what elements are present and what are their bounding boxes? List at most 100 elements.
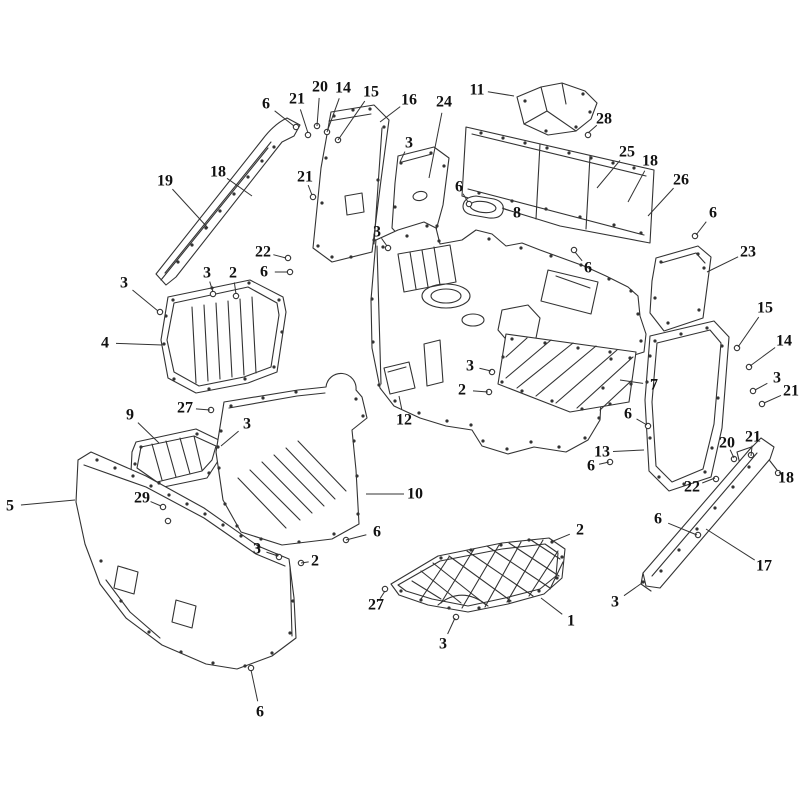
bolt-hole-dot (588, 110, 592, 114)
bolt-hole-dot (696, 252, 700, 256)
screw-fastener (694, 531, 702, 539)
bolt-hole-dot (294, 390, 298, 394)
part-callout-15: 15 (363, 84, 379, 101)
bolt-hole-dot (207, 387, 211, 391)
bolt-hole-dots (95, 92, 751, 668)
bolt-hole-dot (544, 129, 548, 133)
bolt-hole-dot (523, 99, 527, 103)
part-callout-12: 12 (396, 412, 412, 429)
screw-fastener (284, 254, 292, 262)
bolt-hole-dot (149, 484, 153, 488)
screw-fastener (749, 387, 757, 395)
callout-leader-line (737, 316, 760, 348)
callout-leader-line (274, 110, 295, 127)
part-12-plate (383, 361, 416, 395)
bolt-hole-dot (223, 502, 227, 506)
part-19-frame-rail (155, 117, 301, 286)
bolt-hole-dot (435, 224, 439, 228)
bolt-hole-dot (372, 238, 376, 242)
part-callout-2: 2 (311, 553, 319, 570)
bolt-hole-dot (639, 339, 643, 343)
bolt-hole-dot (469, 548, 473, 552)
bolt-hole-dot (270, 651, 274, 655)
bolt-hole-dot (257, 545, 261, 549)
bolt-hole-dot (481, 439, 485, 443)
part-callout-20: 20 (719, 435, 735, 452)
part-callout-20: 20 (312, 79, 328, 96)
bolt-hole-dot (259, 537, 263, 541)
part-callout-3: 3 (373, 224, 381, 241)
bolt-hole-dot (139, 445, 143, 449)
callout-leader-line (326, 98, 340, 133)
bolt-hole-dot (607, 277, 611, 281)
callout-leader-line (636, 418, 648, 426)
bolt-hole-dot (628, 356, 632, 360)
bolt-hole-dot (507, 599, 511, 603)
bolt-hole-dot (567, 151, 571, 155)
bolt-hole-dot (648, 354, 652, 358)
callout-leader-line (266, 551, 279, 557)
bolt-hole-dot (601, 386, 605, 390)
bolt-hole-dot (520, 389, 524, 393)
part-callout-28: 28 (596, 111, 612, 128)
bolt-hole-dot (612, 223, 616, 227)
bolt-hole-dot (356, 512, 360, 516)
part-callout-21: 21 (745, 429, 761, 446)
bolt-hole-dot (355, 474, 359, 478)
bolt-hole-dot (95, 458, 99, 462)
bolt-hole-dot (703, 470, 707, 474)
bolt-hole-dot (219, 429, 223, 433)
screw-fastener (712, 475, 720, 483)
bolt-hole-dot (682, 482, 686, 486)
callout-leader-line (172, 188, 209, 229)
bolt-hole-dot (576, 346, 580, 350)
part-callout-22: 22 (255, 244, 271, 261)
callout-leader-line (195, 408, 211, 411)
callout-leader-line (316, 97, 320, 127)
part-callout-2: 2 (576, 522, 584, 539)
part-callout-14: 14 (335, 80, 351, 97)
bolt-hole-dot (133, 462, 137, 466)
bolt-hole-dot (731, 485, 735, 489)
part-callout-29: 29 (134, 490, 150, 507)
callout-leader-line (778, 471, 784, 476)
bolt-hole-dot (164, 314, 168, 318)
part-11-bracket (516, 82, 598, 136)
bolt-hole-dot (277, 298, 281, 302)
bolt-hole-dot (519, 246, 523, 250)
bolt-hole-dot (243, 664, 247, 668)
callout-leader-line (150, 501, 162, 507)
bolt-hole-dot (239, 534, 243, 538)
bolt-hole-dot (399, 161, 403, 165)
callout-leader-line (209, 281, 214, 293)
bolt-hole-dot (697, 308, 701, 312)
bolt-hole-dot (393, 205, 397, 209)
screw-fastener (384, 244, 392, 252)
bolt-hole-dot (560, 555, 564, 559)
bolt-hole-dot (352, 439, 356, 443)
bolt-hole-dot (211, 661, 215, 665)
bolt-hole-dot (324, 156, 328, 160)
bolt-hole-dot (574, 125, 578, 129)
bolt-hole-dot (578, 215, 582, 219)
callout-leader-line (706, 256, 739, 273)
screw-fastener (381, 585, 389, 593)
bolt-hole-dot (557, 445, 561, 449)
callout-leader-line (695, 221, 707, 236)
part-callout-19: 19 (157, 173, 173, 190)
bolt-hole-dot (447, 606, 451, 610)
bolt-hole-dot (221, 523, 225, 527)
callout-leader-line (540, 597, 563, 615)
part-callout-27: 27 (177, 400, 193, 417)
screw-fastener (584, 131, 592, 139)
screw-fastener (465, 200, 473, 208)
part-23-corner-panel (649, 245, 712, 332)
part-callout-10: 10 (407, 486, 423, 503)
bolt-hole-dot (636, 312, 640, 316)
bolt-hole-dot (162, 342, 166, 346)
screw-fastener (292, 123, 300, 131)
bolt-hole-dot (354, 397, 358, 401)
bolt-hole-dot (382, 125, 386, 129)
part-callout-6: 6 (654, 511, 662, 528)
